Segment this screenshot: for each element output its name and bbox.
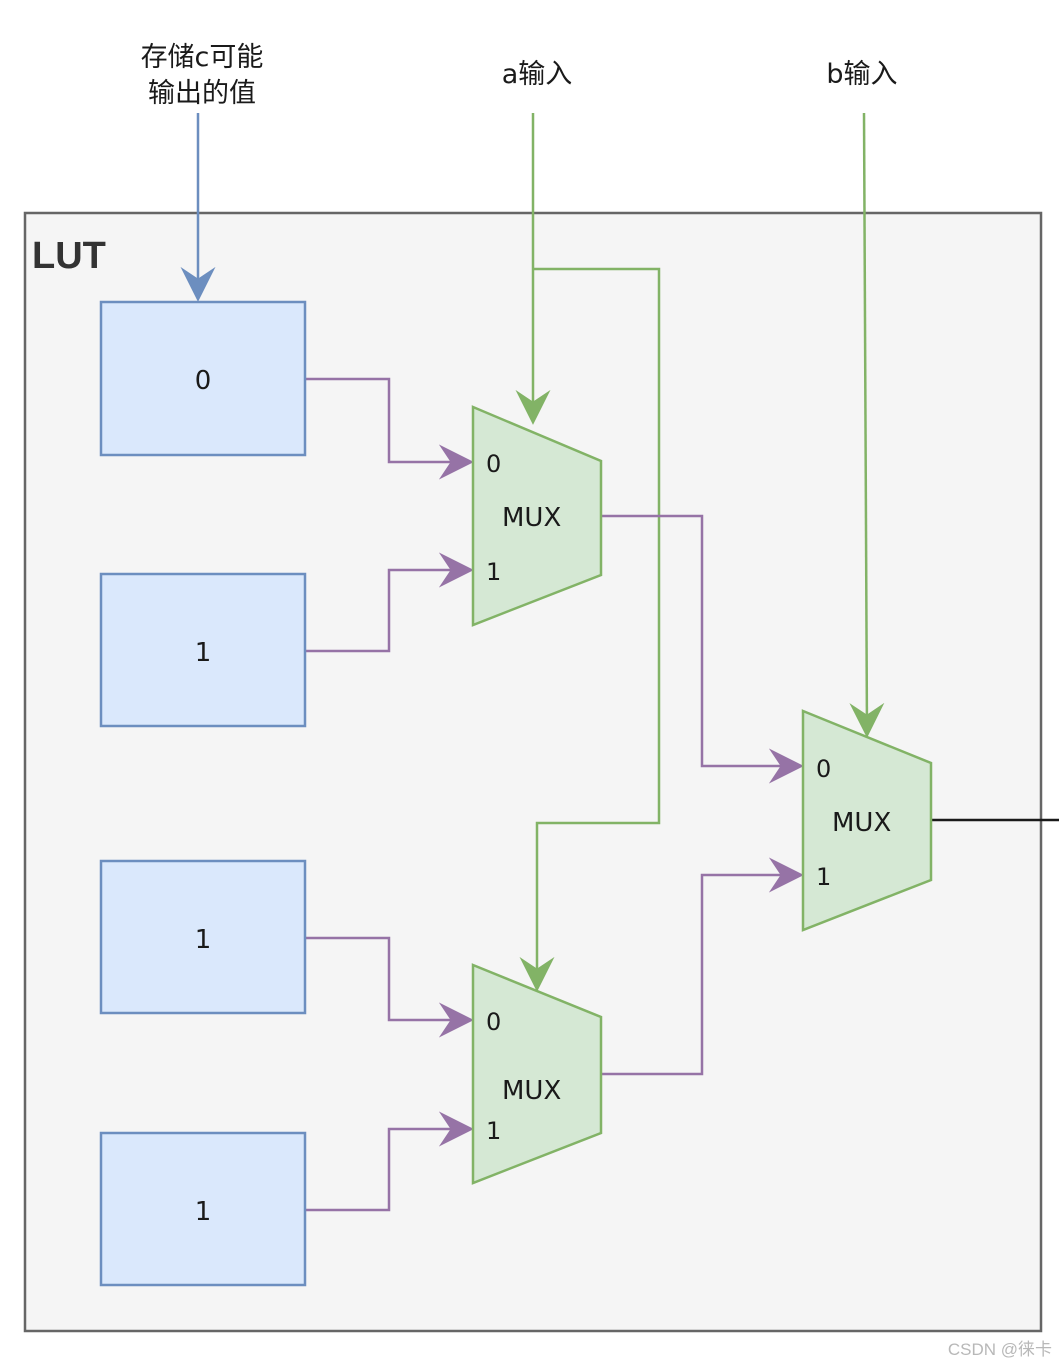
memory-cell-value: 1 (195, 638, 212, 668)
memory-cell-value: 0 (195, 366, 212, 396)
a-input-label: a输入 (502, 59, 573, 90)
mux-2: 0 MUX 1 (471, 963, 603, 1185)
cell1-to-mux1-wire (305, 377, 474, 480)
memory-cell-4: 1 (99, 1131, 307, 1287)
memory-cell-value: 1 (195, 1197, 212, 1227)
watermark: CSDN @徕卡 (948, 1340, 1052, 1359)
mux-label: MUX (502, 1076, 561, 1106)
lut-label: LUT (32, 235, 106, 277)
b-select-wire (849, 112, 885, 738)
memory-cell-3: 1 (99, 859, 307, 1015)
a-select-wire-mux2 (519, 267, 661, 992)
cell3-to-mux2-wire (305, 936, 474, 1038)
memory-cell-2: 1 (99, 572, 307, 728)
cell4-to-mux2-wire (305, 1111, 474, 1212)
mux-port-1: 1 (816, 863, 831, 891)
mux-port-0: 0 (816, 755, 831, 783)
mux-port-0: 0 (486, 450, 501, 478)
mux-3: 0 MUX 1 (801, 709, 933, 932)
c-store-label-line1: 存储c可能 (141, 42, 264, 73)
mux-label: MUX (502, 503, 561, 533)
mux-port-1: 1 (486, 558, 501, 586)
mux-port-1: 1 (486, 1117, 501, 1145)
memory-cell-1: 0 (99, 300, 307, 457)
mux-1: 0 MUX 1 (471, 405, 603, 627)
cell2-to-mux1-wire (305, 552, 474, 653)
mux-port-0: 0 (486, 1008, 501, 1036)
mux1-to-mux3-wire (601, 514, 804, 784)
c-store-label-line2: 输出的值 (148, 78, 256, 109)
mux-label: MUX (832, 808, 891, 838)
mux2-to-mux3-wire (601, 857, 804, 1076)
memory-cell-value: 1 (195, 925, 212, 955)
b-input-label: b输入 (826, 59, 897, 90)
